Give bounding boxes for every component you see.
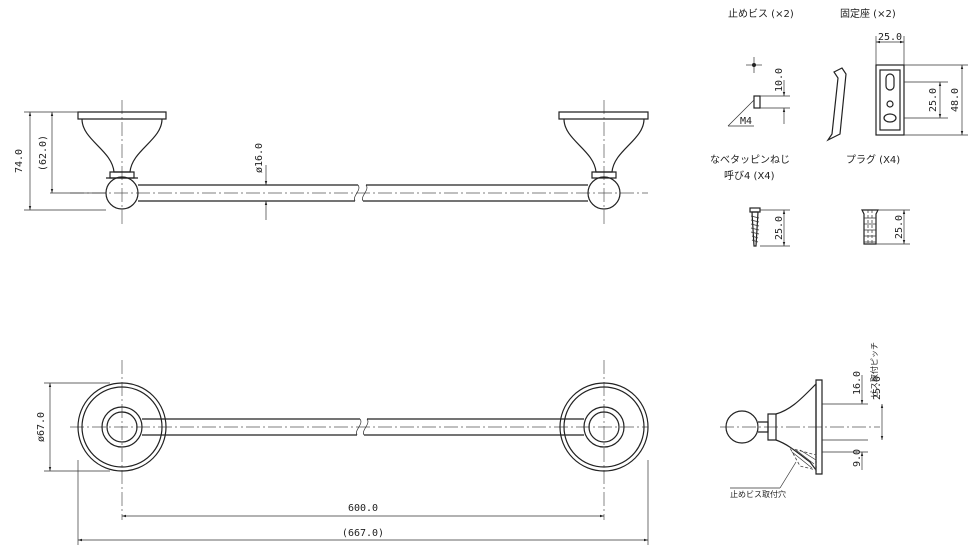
screw-hole-label: 止めビス取付穴 — [730, 489, 786, 499]
bracket-height: 48.0 — [950, 88, 961, 112]
dim-height-total: 74.0 — [14, 149, 25, 173]
screw-title: 止めビス (×2) — [728, 8, 794, 20]
dim-flange-diameter: ø67.0 — [36, 412, 47, 442]
bracket-width: 25.0 — [878, 32, 902, 43]
tapping-title-1: なべタッピンねじ — [710, 154, 790, 166]
plug-length: 25.0 — [894, 215, 905, 239]
tapping-length: 25.0 — [774, 216, 785, 240]
dim-side-9: 9.0 — [852, 449, 863, 467]
screw-length: 10.0 — [774, 68, 785, 92]
bracket-title: 固定座 (×2) — [840, 7, 896, 20]
dim-side-16: 16.0 — [852, 371, 863, 395]
dim-overall: (667.0) — [342, 528, 384, 539]
part-screw: 止めビス (×2) 10.0 M4 — [727, 8, 794, 127]
front-view: 74.0 (62.0) ø16.0 — [14, 100, 649, 225]
plug-title: プラグ (X4) — [846, 153, 900, 166]
right-flange — [559, 382, 649, 472]
left-flange — [77, 382, 167, 472]
right-bracket — [558, 111, 649, 210]
top-pipe — [142, 418, 584, 436]
dim-height-inner: (62.0) — [38, 135, 49, 171]
dim-side-25: 25.0 — [872, 376, 883, 400]
dim-pitch: 600.0 — [348, 503, 378, 514]
bracket-hole-pitch: 25.0 — [928, 88, 939, 112]
tapping-title-2: 呼び4 (X4) — [724, 170, 775, 182]
part-tapping-screw: なべタッピンねじ 呼び4 (X4) 25.0 — [710, 154, 790, 247]
part-bracket: 固定座 (×2) 25.0 25.0 48.0 — [826, 7, 968, 142]
screw-thread: M4 — [740, 116, 752, 127]
dim-pipe-diameter: ø16.0 — [254, 143, 265, 173]
top-view: ø67.0 600.0 (667.0) — [36, 360, 649, 545]
dim-side-pitch-label: ビス取付ピッチ — [869, 342, 879, 398]
front-pipe — [138, 184, 588, 202]
part-plug: プラグ (X4) 25.0 — [846, 153, 910, 245]
side-view: 止めビス取付穴 16.0 9.0 25.0 ビス取付ピッチ — [720, 342, 884, 499]
